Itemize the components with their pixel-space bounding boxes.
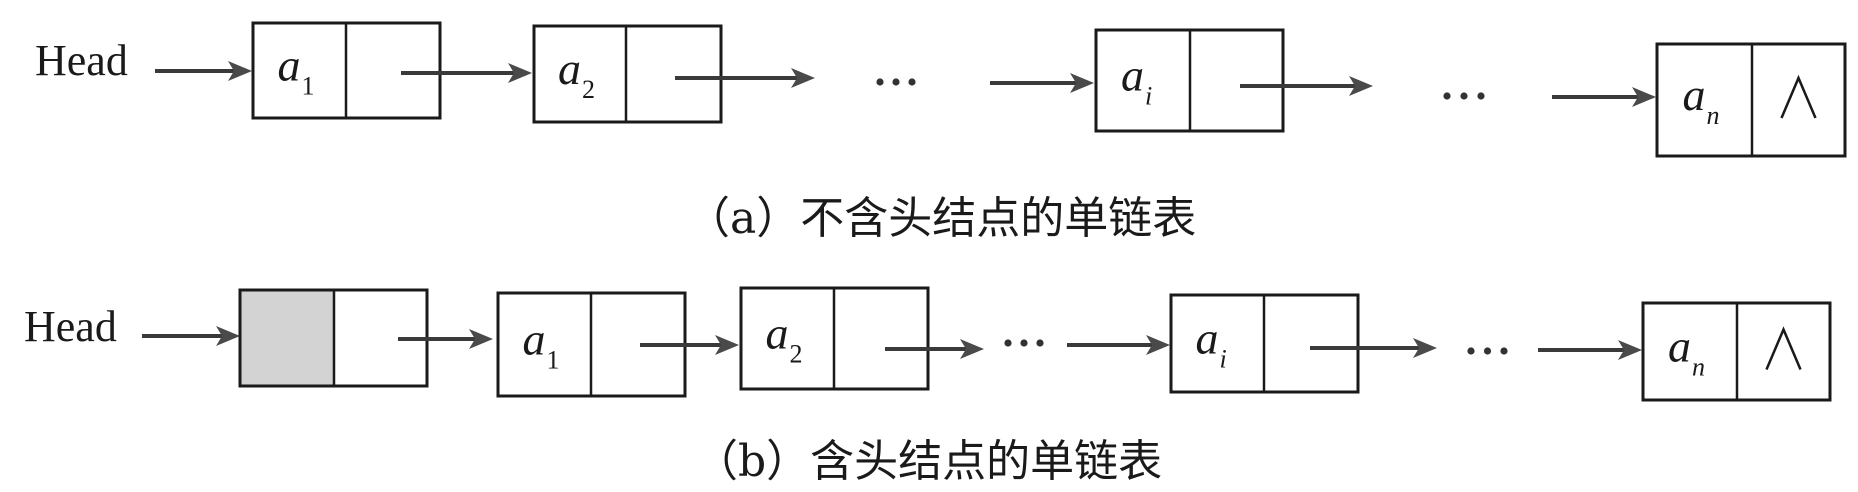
head-node — [238, 288, 429, 388]
arrow-head-icon — [508, 63, 532, 83]
arrow-head-icon — [1413, 338, 1437, 358]
arrow-head-icon — [715, 335, 739, 355]
ellipsis-dot — [876, 78, 884, 86]
node-data-label: a — [1668, 321, 1691, 372]
head-pointer-label: Head — [24, 302, 117, 351]
ellipsis-dot — [1500, 347, 1508, 355]
arrow-head-icon — [216, 326, 240, 346]
arrow-head-icon — [1146, 335, 1170, 355]
node-data-subscript: 2 — [790, 340, 803, 369]
next-pointer-arrow — [401, 63, 532, 83]
next-pointer-arrow — [675, 68, 815, 88]
node-data-subscript: 1 — [302, 72, 315, 101]
ellipsis-dot — [908, 78, 916, 86]
ellipsis-dot — [1443, 92, 1451, 100]
node-data-label: a — [1683, 69, 1706, 120]
incoming-arrow — [1538, 340, 1642, 360]
node-data-label: a — [1121, 50, 1144, 101]
ellipsis — [1004, 339, 1044, 347]
node-data-subscript: 2 — [582, 75, 595, 104]
ellipsis-dot — [1460, 92, 1468, 100]
node-data-label: a — [523, 314, 546, 365]
caption-b: （b）含头结点的单链表 — [694, 436, 1162, 487]
incoming-arrow — [1552, 87, 1656, 107]
head-pointer-label: Head — [35, 36, 128, 85]
ellipsis-dot — [1004, 339, 1012, 347]
ellipsis-dot — [1020, 339, 1028, 347]
head-pointer-arrow — [142, 326, 240, 346]
arrow-head-icon — [1070, 73, 1094, 93]
node-data-label: a — [278, 40, 301, 91]
next-pointer-arrow — [1240, 76, 1373, 96]
node-data-label: a — [766, 308, 789, 359]
ellipsis — [876, 78, 916, 86]
incoming-arrow — [990, 73, 1094, 93]
arrow-head-icon — [469, 329, 493, 349]
incoming-arrow — [1067, 335, 1170, 355]
null-pointer-icon — [1780, 74, 1817, 119]
ellipsis-dot — [1477, 92, 1485, 100]
next-pointer-arrow — [1310, 338, 1437, 358]
node-data-subscript: i — [1145, 82, 1152, 111]
node-data-subscript: i — [1220, 345, 1227, 374]
ellipsis-dot — [1036, 339, 1044, 347]
ellipsis — [1443, 92, 1485, 100]
head-pointer-arrow — [155, 61, 252, 81]
head-node-data-field — [240, 290, 334, 386]
ellipsis — [1467, 347, 1508, 355]
null-pointer-icon — [1765, 326, 1802, 370]
next-pointer-arrow — [398, 329, 493, 349]
ellipsis-dot — [892, 78, 900, 86]
arrow-head-icon — [1618, 340, 1642, 360]
next-pointer-arrow — [640, 335, 739, 355]
node-data-subscript: n — [1707, 101, 1720, 130]
node-data-subscript: n — [1692, 353, 1705, 382]
node-data-subscript: 1 — [547, 346, 560, 375]
arrow-head-icon — [960, 339, 984, 359]
arrow-head-icon — [791, 68, 815, 88]
arrow-head-icon — [1632, 87, 1656, 107]
caption-a: （a）不含头结点的单链表 — [686, 193, 1196, 244]
arrow-head-icon — [1349, 76, 1373, 96]
node-data-label: a — [558, 43, 581, 94]
ellipsis-dot — [1483, 347, 1492, 355]
ellipsis-dot — [1467, 347, 1475, 355]
node-data-label: a — [1196, 313, 1219, 364]
node-box — [532, 24, 723, 124]
arrow-head-icon — [228, 61, 252, 81]
next-pointer-arrow — [885, 339, 984, 359]
